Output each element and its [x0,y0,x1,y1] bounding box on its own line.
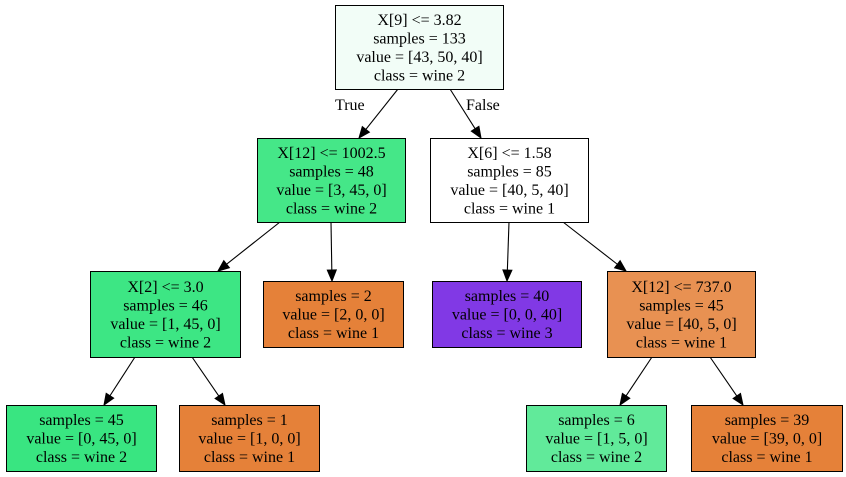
edge-arrowhead [619,392,631,407]
node-line: value = [40, 5, 0] [626,316,736,333]
edge-n1-n5 [326,221,338,283]
edge-n1-n2 [216,221,281,272]
edge-n0-n1: True [335,88,399,140]
node-line: samples = 2 [295,288,372,305]
node-line: class = wine 2 [36,449,127,466]
edge-arrowhead [502,269,513,283]
node-line: value = [1, 5, 0] [545,431,647,448]
edge-arrowhead [470,125,482,140]
edge-n8-n9 [619,356,653,407]
edge-arrowhead [216,259,231,272]
node-box [257,138,406,223]
node-line: samples = 45 [39,412,124,429]
edge-n6-n7 [502,221,513,283]
edge-arrowhead [732,392,744,407]
node-box [263,281,404,348]
edge-n2-n3 [103,356,136,407]
node-line: value = [2, 0, 0] [282,307,384,324]
node-box [607,271,756,358]
node-box [335,5,504,90]
edge-n6-n8 [562,221,628,272]
node-line: class = wine 1 [721,449,812,466]
tree-node-n7: samples = 40 value = [0, 0, 40]class = wi… [432,281,582,348]
edge-arrowhead [358,125,371,140]
edge-n8-n10 [709,356,744,407]
tree-node-n4: samples = 1 value = [1, 0, 0]class = wine… [179,405,320,472]
node-box [90,271,241,358]
node-line: samples = 85 [467,163,552,180]
node-line: value = [1, 45, 0] [110,316,220,333]
node-line: value = [43, 50, 40] [356,49,482,66]
node-box [179,405,320,472]
edge-label: False [466,97,500,114]
node-box [526,405,667,472]
node-line: class = wine 2 [120,334,211,351]
node-box [691,405,843,472]
node-line: value = [39, 0, 0] [712,431,822,448]
node-line: samples = 133 [373,30,466,47]
tree-node-n5: samples = 2 value = [2, 0, 0]class = wine… [263,281,404,348]
node-line: value = [1, 0, 0] [198,431,300,448]
node-line: class = wine 2 [551,449,642,466]
node-line: value = [3, 45, 0] [276,182,386,199]
node-line: samples = 46 [123,297,208,314]
edge-n2-n4 [191,356,226,407]
node-box [432,281,582,348]
node-box [6,405,157,472]
edge-arrowhead [214,392,226,407]
node-line: class = wine 3 [461,325,552,342]
node-box [430,138,589,223]
edge-arrowhead [326,269,338,283]
node-line: class = wine 1 [204,449,295,466]
edge-line [506,221,510,271]
node-line: value = [0, 0, 40] [452,307,562,324]
node-line: class = wine 1 [464,200,555,217]
node-line: X[12] <= 1002.5 [277,145,385,162]
node-line: X[12] <= 737.0 [631,279,731,296]
edge-line [226,221,281,265]
edge-arrowhead [613,259,628,272]
node-line: class = wine 1 [636,334,727,351]
edge-line [562,221,618,265]
edge-arrowhead [103,392,115,407]
edge-line [109,356,136,397]
node-line: value = [0, 45, 0] [26,431,136,448]
node-line: samples = 40 [465,288,550,305]
tree-node-n9: samples = 6 value = [1, 5, 0]class = wine… [526,405,667,472]
edges-layer: True False [103,88,744,407]
node-line: samples = 45 [639,297,724,314]
edge-label: True [335,97,365,114]
tree-node-n10: samples = 39 value = [39, 0, 0]class = wi… [691,405,843,472]
edge-line [365,88,399,130]
node-line: X[2] <= 3.0 [127,279,203,296]
edge-line [625,356,653,397]
edge-line [449,88,476,129]
edge-line [191,356,220,397]
node-line: X[9] <= 3.82 [377,12,461,29]
node-line: X[6] <= 1.58 [467,145,551,162]
tree-node-n3: samples = 45 value = [0, 45, 0]class = wi… [6,405,157,472]
edge-line [330,221,333,271]
node-line: class = wine 2 [374,67,465,84]
edge-line [709,356,738,397]
node-line: samples = 48 [289,163,374,180]
node-line: class = wine 2 [286,200,377,217]
node-line: value = [40, 5, 40] [450,182,568,199]
node-line: class = wine 1 [288,325,379,342]
node-line: samples = 1 [211,412,288,429]
node-line: samples = 39 [725,412,810,429]
node-line: samples = 6 [558,412,635,429]
edge-n0-n6: False [449,88,500,140]
